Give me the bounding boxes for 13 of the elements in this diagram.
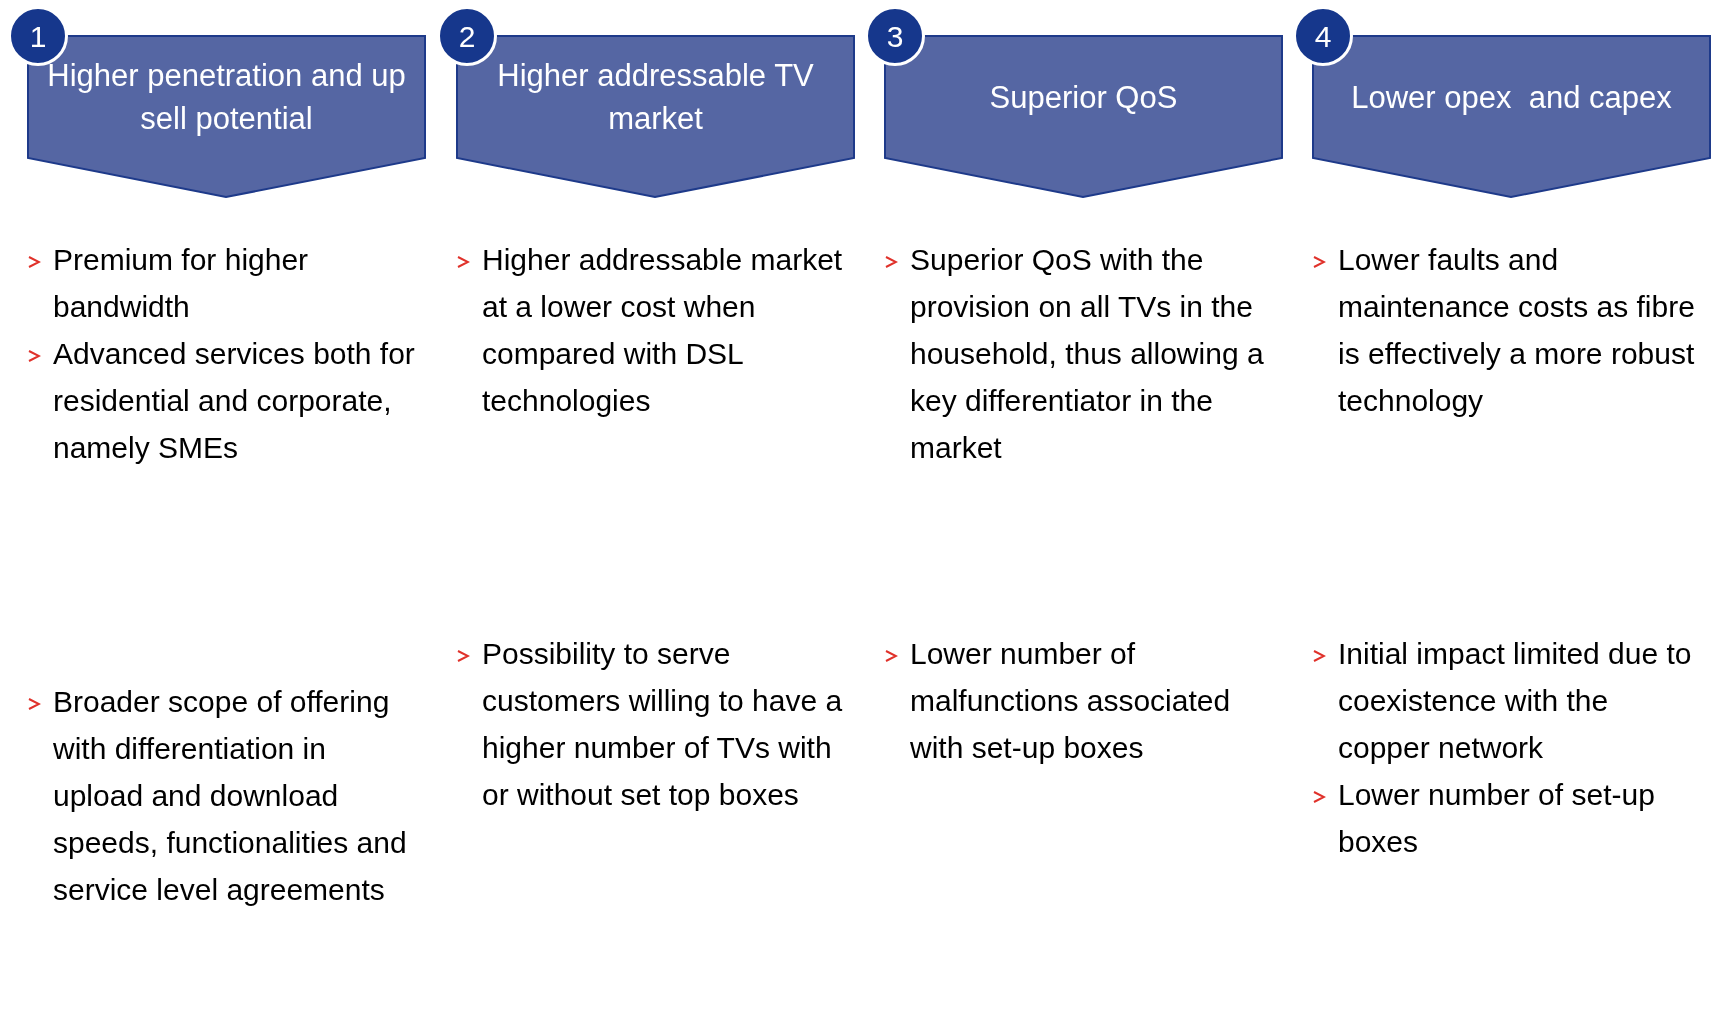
bullet-text: Advanced services both for residential and corporate, namely SMEs	[53, 336, 416, 466]
bullet-text: Lower number of malfunctions associated with set-up boxes	[910, 636, 1232, 766]
bullet-text: Superior QoS with the provision on all TVs in the household, thus allowing a key differentiator in the market	[910, 242, 1265, 466]
bullet-text: Lower number of set-up boxes	[1338, 777, 1656, 860]
bullet-text: Broader scope of offering with differentiation in upload and download speeds, functionalities and service level agreements	[53, 684, 408, 908]
bullet-text: Higher addressable market at a lower cost when compared with DSL technologies	[482, 242, 844, 419]
bullet-text: Premium for higher bandwidth	[53, 242, 310, 325]
banner-title: Superior QoS	[989, 78, 1178, 117]
bullet-text: Lower faults and maintenance costs as fibre is effectively a more robust technology	[1338, 242, 1696, 419]
bullet-text: Initial impact limited due to coexistence with the copper network	[1338, 636, 1693, 766]
banner-title: Higher addressable TV market	[496, 57, 815, 138]
bullet-text: Possibility to serve customers willing to have a higher number of TVs with or without set top boxes	[482, 636, 844, 813]
banner-title: Lower opex and capex	[1351, 78, 1672, 117]
